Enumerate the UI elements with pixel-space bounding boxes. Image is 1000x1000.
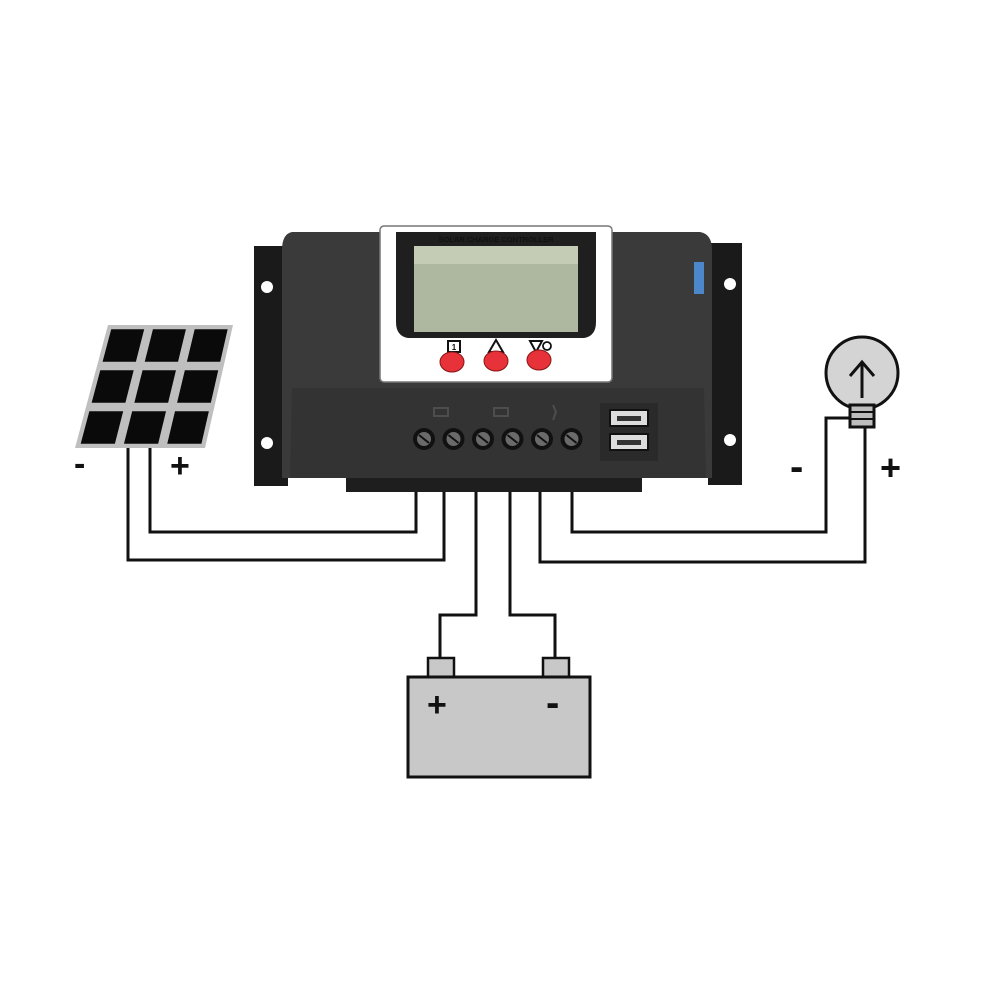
battery-positive-label: +: [427, 686, 447, 724]
solar-cell: [102, 329, 145, 362]
solar-cell: [91, 370, 134, 403]
wire-load-positive: [538, 428, 867, 564]
battery-negative-terminal: [541, 656, 571, 680]
right-top-hole: [724, 278, 736, 290]
down-bulb-icon: [528, 340, 552, 355]
light-bulb-icon: - +: [790, 335, 901, 489]
right-bottom-hole: [724, 434, 736, 446]
terminal-screw[interactable]: [501, 428, 524, 450]
battery-negative-label: -: [546, 681, 559, 725]
solar-cells: [80, 329, 228, 444]
wire-solar-negative: [126, 447, 446, 562]
svg-text:1: 1: [452, 343, 457, 352]
wire-battery-positive: [438, 488, 478, 660]
solar-positive-label: +: [170, 447, 190, 485]
wire-battery-negative: [508, 488, 557, 660]
load-positive-label: +: [880, 447, 901, 488]
wire-load-negative: [570, 416, 850, 534]
solar-cell: [134, 370, 176, 403]
screen-title: SOLAR CHARGE CONTROLLER: [439, 235, 555, 244]
terminal-screw[interactable]: [442, 428, 465, 450]
solar-cell: [177, 370, 219, 403]
solar-panel: - +: [74, 325, 233, 485]
charge-controller: SOLAR CHARGE CONTROLLER 1: [254, 225, 742, 492]
terminal-block: [413, 428, 583, 450]
solar-negative-label: -: [74, 445, 85, 483]
usb-ports: [600, 403, 658, 461]
wire-exit-strip: [346, 478, 642, 492]
up-button[interactable]: [483, 350, 509, 372]
battery-positive-terminal: [426, 656, 456, 680]
solar-cell: [144, 329, 186, 362]
down-button[interactable]: [526, 349, 552, 371]
solar-cell: [186, 329, 228, 362]
right-bracket: [708, 243, 742, 485]
bulb-base: [848, 403, 876, 429]
terminal-screw[interactable]: [531, 428, 553, 450]
solar-cell: [123, 411, 167, 444]
wire-solar-positive: [148, 447, 418, 534]
terminal-screw[interactable]: [560, 428, 583, 450]
wires: [126, 416, 867, 660]
left-bottom-hole: [261, 437, 273, 449]
lcd-upper-band: [414, 246, 578, 264]
battery: + -: [406, 656, 592, 779]
solar-cell: [167, 411, 209, 444]
menu-button[interactable]: [439, 351, 465, 373]
terminal-screw[interactable]: [472, 428, 494, 450]
load-negative-label: -: [790, 445, 803, 489]
bulb-filament: [848, 359, 876, 398]
solar-cell: [80, 411, 124, 444]
left-top-hole: [261, 281, 273, 293]
blue-label: [694, 262, 704, 294]
battery-body: [406, 675, 592, 779]
terminal-symbols: [433, 404, 558, 421]
terminal-screw[interactable]: [413, 428, 435, 450]
